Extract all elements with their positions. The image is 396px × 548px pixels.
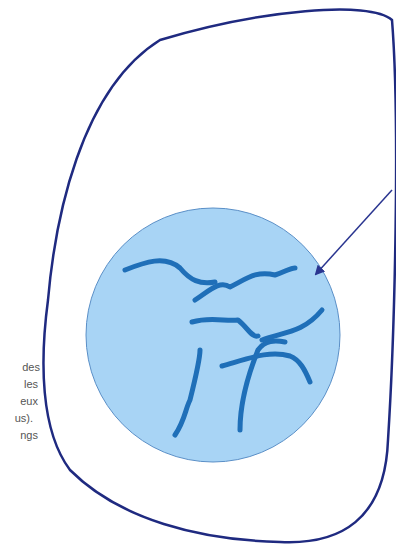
caption-fragment: us). bbox=[15, 412, 33, 425]
cell-membrane bbox=[43, 10, 396, 543]
pointer-arrow bbox=[316, 190, 392, 274]
caption-fragment: des bbox=[22, 361, 40, 374]
caption-fragment: les bbox=[24, 378, 38, 391]
chromosomes bbox=[125, 261, 322, 435]
caption-fragment: ngs bbox=[20, 429, 38, 442]
caption-fragment: eux bbox=[20, 395, 38, 408]
nucleus bbox=[86, 208, 340, 462]
